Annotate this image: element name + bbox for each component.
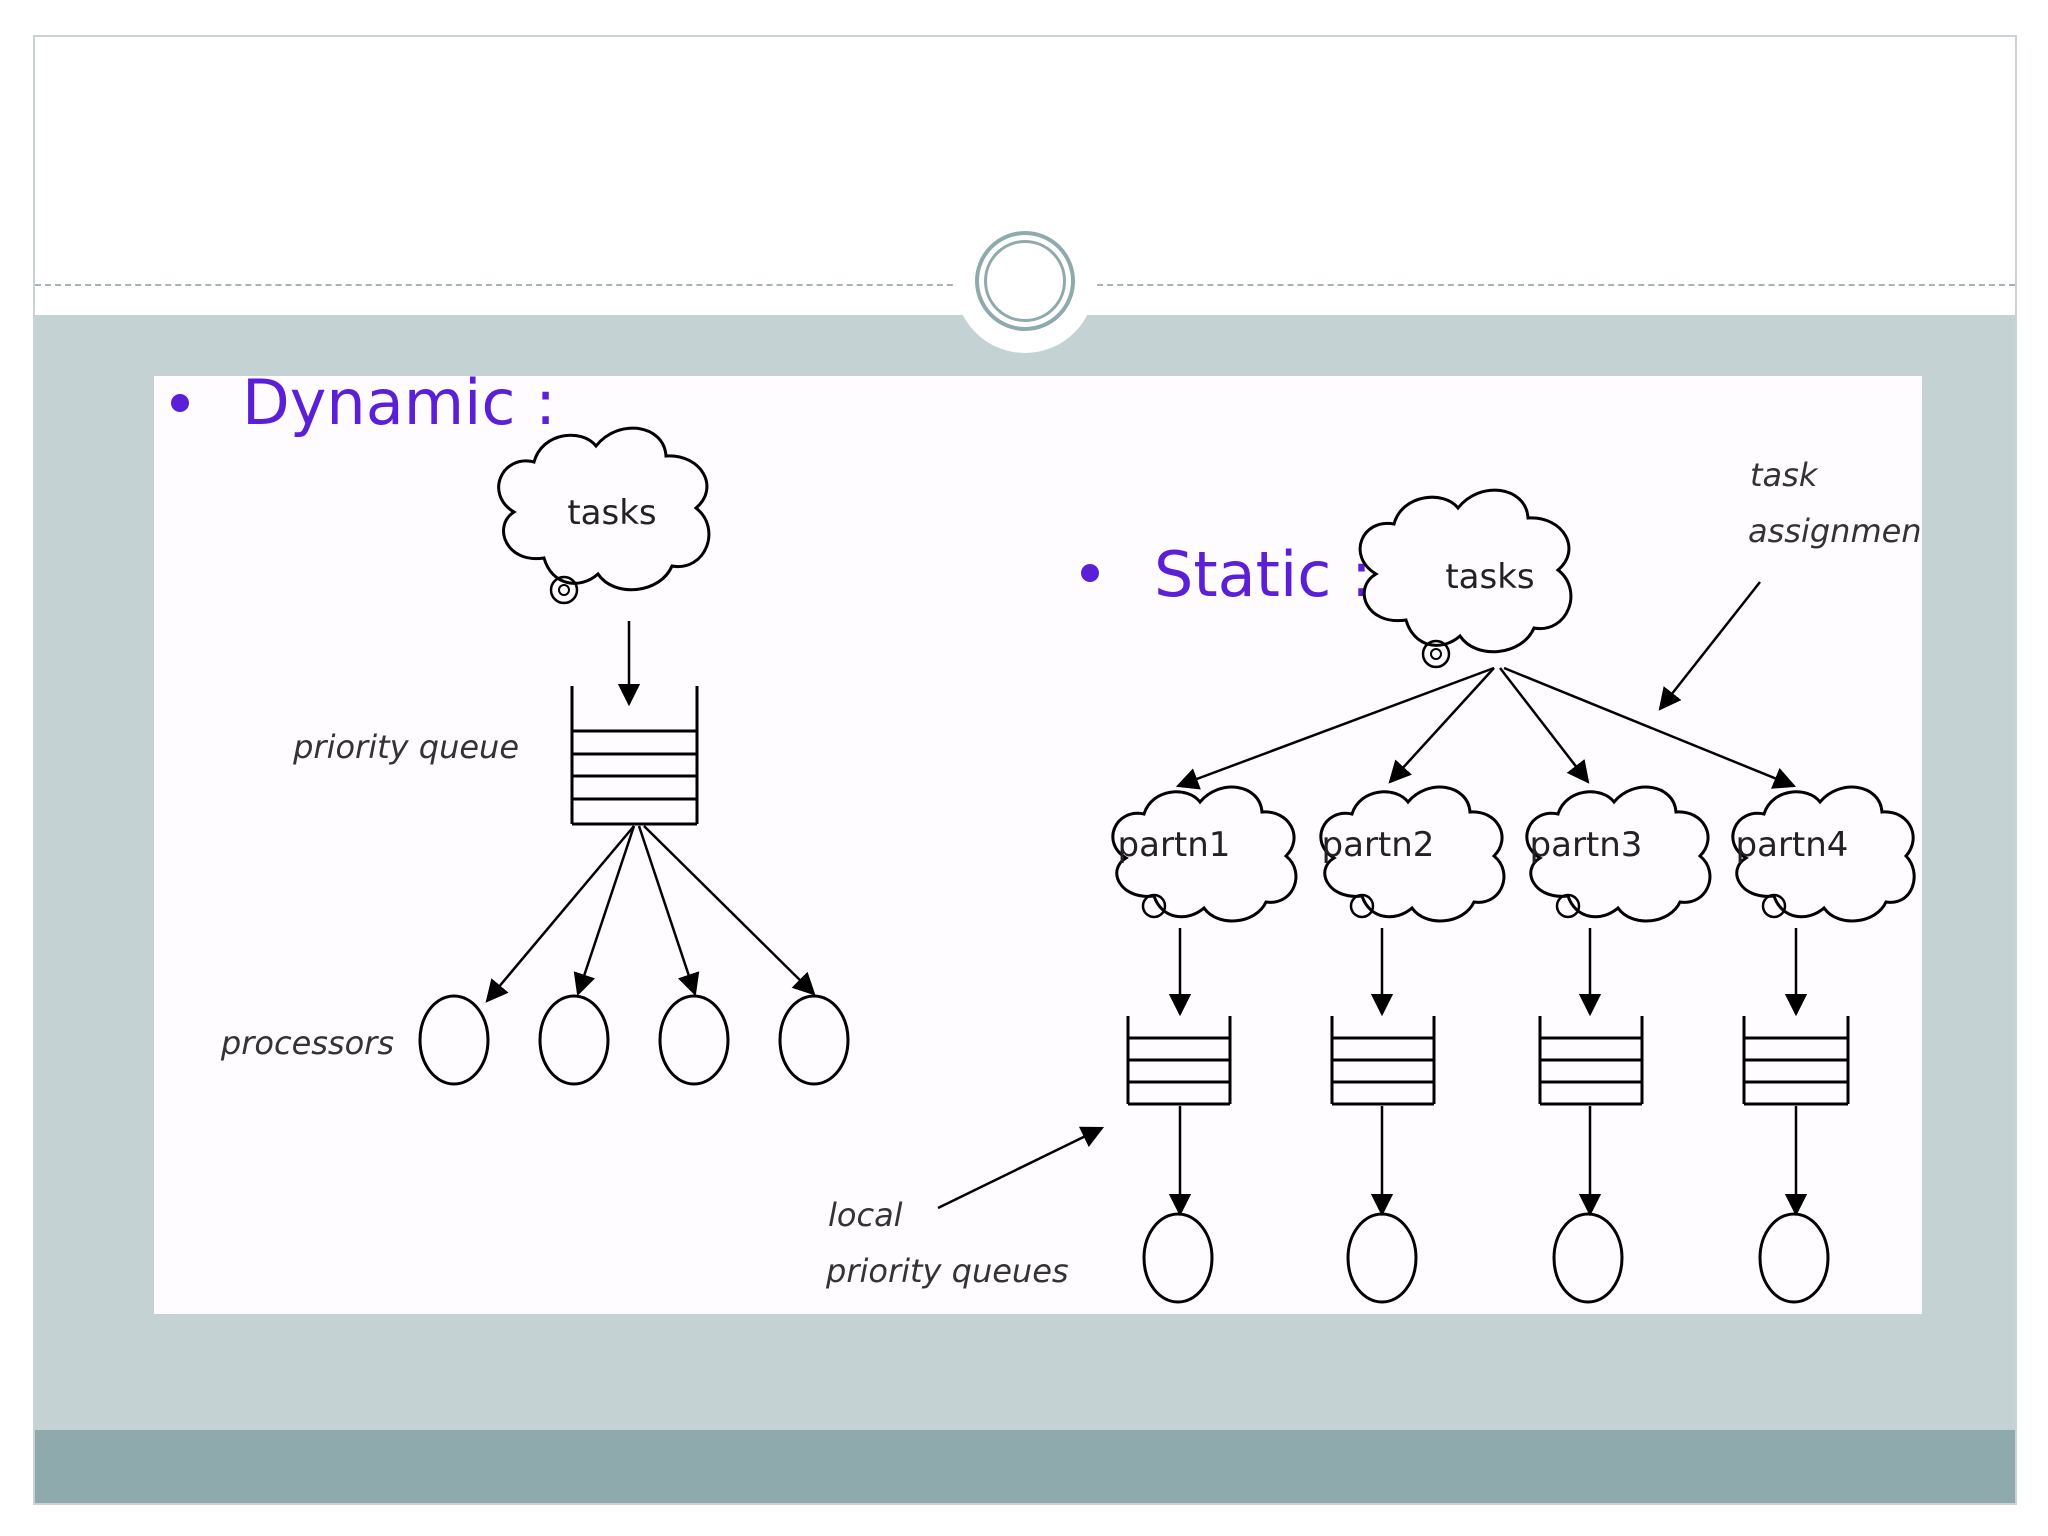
local-queue-2 (1330, 1016, 1436, 1106)
task-assignment-pointer-arrow (1658, 581, 1761, 711)
priority-queue-label: priority queue (292, 728, 519, 766)
processor-node (1758, 1212, 1830, 1304)
processor-node (1552, 1212, 1624, 1304)
dynamic-processors (418, 994, 850, 1086)
task-assignment-label-line2: assignment (1748, 512, 1922, 550)
processor-node (658, 994, 730, 1086)
dynamic-priority-queue (570, 686, 699, 826)
task-assignment-label-line1: task (1750, 456, 1819, 494)
processors-label: processors (220, 1024, 394, 1062)
dynamic-bullet-icon (171, 394, 189, 412)
dynamic-tasks-label: tasks (567, 493, 656, 533)
dynamic-queue-to-processor-arrows (485, 825, 816, 1003)
diagram-panel: Dynamic : tasks priority queue (154, 366, 1936, 1314)
processor-node (1142, 1212, 1214, 1304)
processor-node (778, 994, 850, 1086)
partition-1: partn1 (1111, 785, 1298, 923)
partition-2-label: partn2 (1322, 825, 1435, 865)
dynamic-heading: Dynamic : (242, 376, 556, 439)
partition-3: partn3 (1525, 785, 1712, 923)
partition-4-label: partn4 (1736, 825, 1849, 865)
processor-node (1346, 1212, 1418, 1304)
static-tasks-cloud: tasks (1358, 488, 1573, 669)
static-assignment-arrows (1175, 666, 1797, 790)
static-heading: Static : (1154, 538, 1372, 611)
local-queue-1 (1126, 1016, 1232, 1106)
partition-1-label: partn1 (1118, 825, 1231, 865)
static-processors (1142, 1212, 1830, 1304)
partition-3-label: partn3 (1530, 825, 1643, 865)
local-queues-label-line2: priority queues (825, 1252, 1069, 1290)
processor-node (538, 994, 610, 1086)
local-queues-label-line1: local (828, 1196, 903, 1234)
static-bullet-icon (1081, 564, 1099, 582)
static-tasks-label: tasks (1445, 557, 1534, 597)
scheduling-diagram: Dynamic : tasks priority queue (171, 366, 1936, 1304)
local-queue-pointer-arrow (937, 1126, 1105, 1210)
dynamic-tasks-cloud: tasks (497, 426, 711, 605)
footer-band (35, 1430, 2015, 1503)
partition-2: partn2 (1319, 785, 1506, 923)
processor-node (418, 994, 490, 1086)
local-queue-4 (1742, 1016, 1850, 1106)
partition-to-queue-arrows (1168, 928, 1808, 1017)
decorative-ring-inner (984, 240, 1066, 322)
queue-to-processor-arrows (1168, 1106, 1808, 1217)
local-queue-3 (1538, 1016, 1644, 1106)
partition-4: partn4 (1731, 785, 1916, 923)
